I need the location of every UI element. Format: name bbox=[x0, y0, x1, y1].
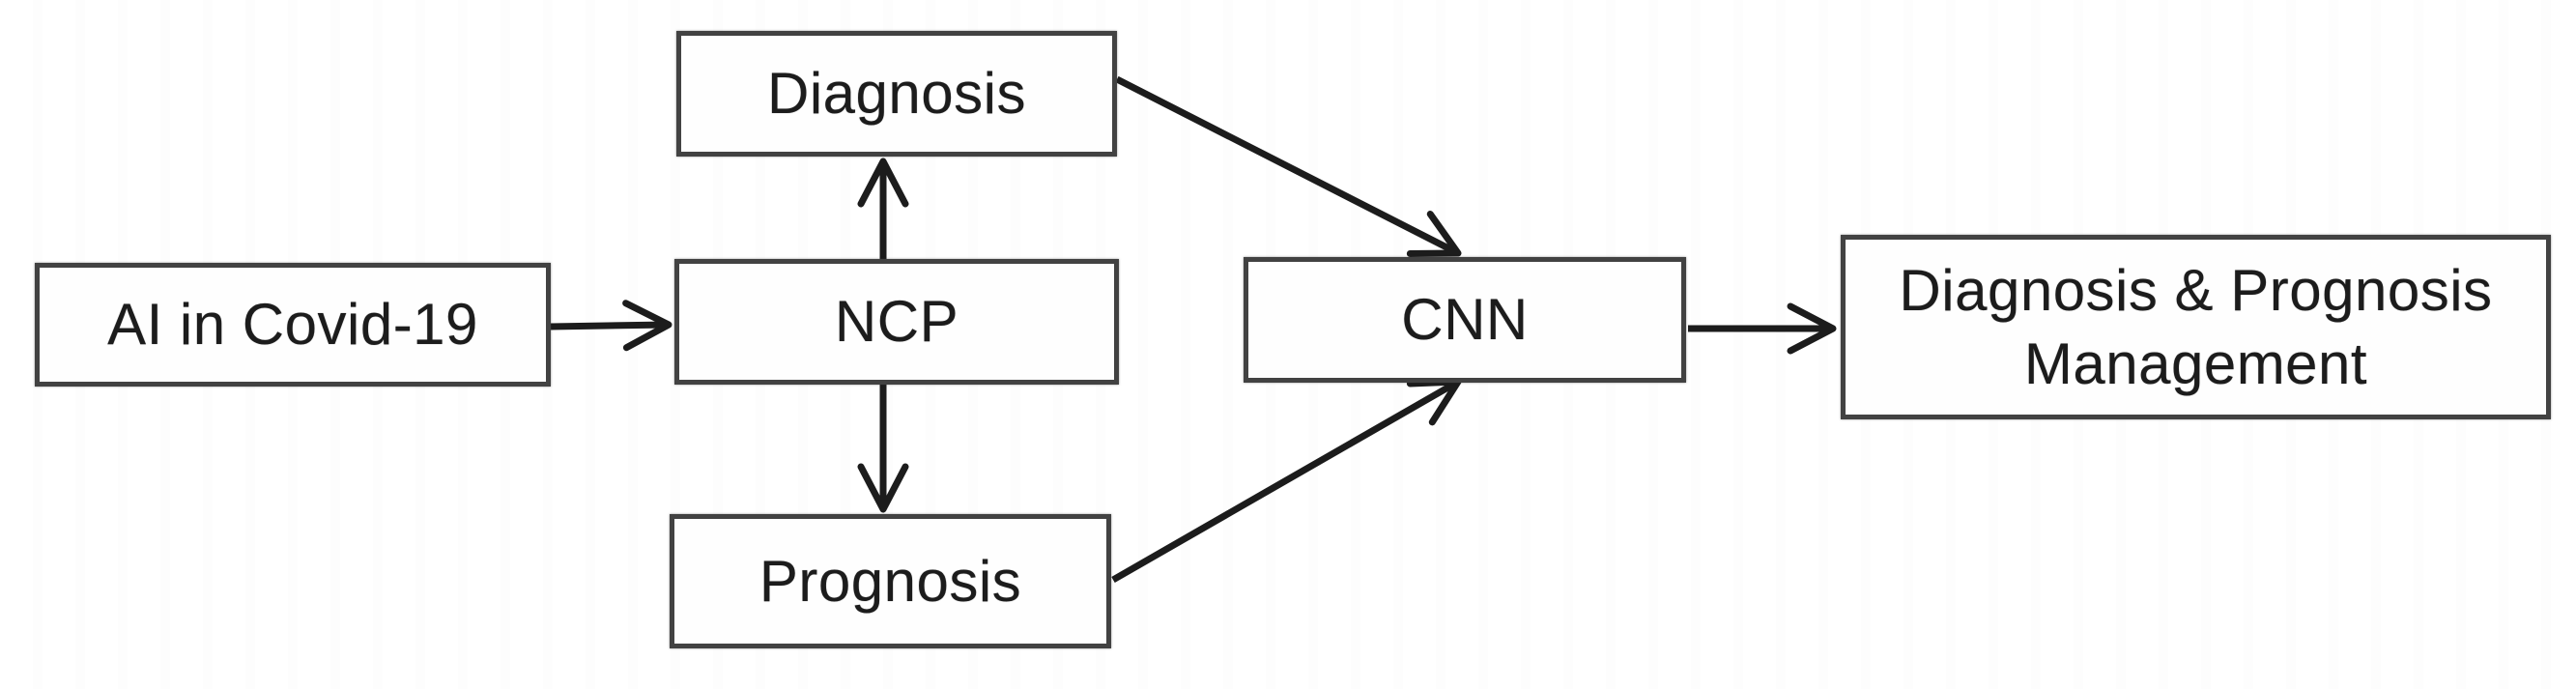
node-prognosis-label: Prognosis bbox=[758, 548, 1022, 614]
node-diagnosis-label: Diagnosis bbox=[767, 61, 1026, 126]
node-ncp-label: NCP bbox=[834, 289, 959, 354]
node-management-label: Diagnosis & Prognosis Management bbox=[1899, 254, 2492, 401]
node-ai-in-covid19-label: AI in Covid-19 bbox=[107, 292, 478, 357]
edge-prognosis-to-cnn-arrow bbox=[1111, 378, 1462, 584]
node-management-label-line1: Diagnosis & Prognosis bbox=[1899, 257, 2493, 323]
node-ai-in-covid19: AI in Covid-19 bbox=[35, 263, 551, 387]
node-management-label-line2: Management bbox=[2023, 330, 2368, 396]
node-diagnosis-prognosis-management: Diagnosis & Prognosis Management bbox=[1841, 235, 2551, 419]
node-cnn: CNN bbox=[1244, 257, 1686, 383]
node-diagnosis: Diagnosis bbox=[676, 31, 1117, 157]
node-ncp: NCP bbox=[674, 259, 1119, 385]
edge-ai-to-ncp-arrow bbox=[550, 300, 673, 352]
node-cnn-label: CNN bbox=[1401, 287, 1529, 352]
edge-diagnosis-to-cnn-arrow bbox=[1115, 75, 1462, 258]
node-prognosis: Prognosis bbox=[670, 514, 1111, 648]
